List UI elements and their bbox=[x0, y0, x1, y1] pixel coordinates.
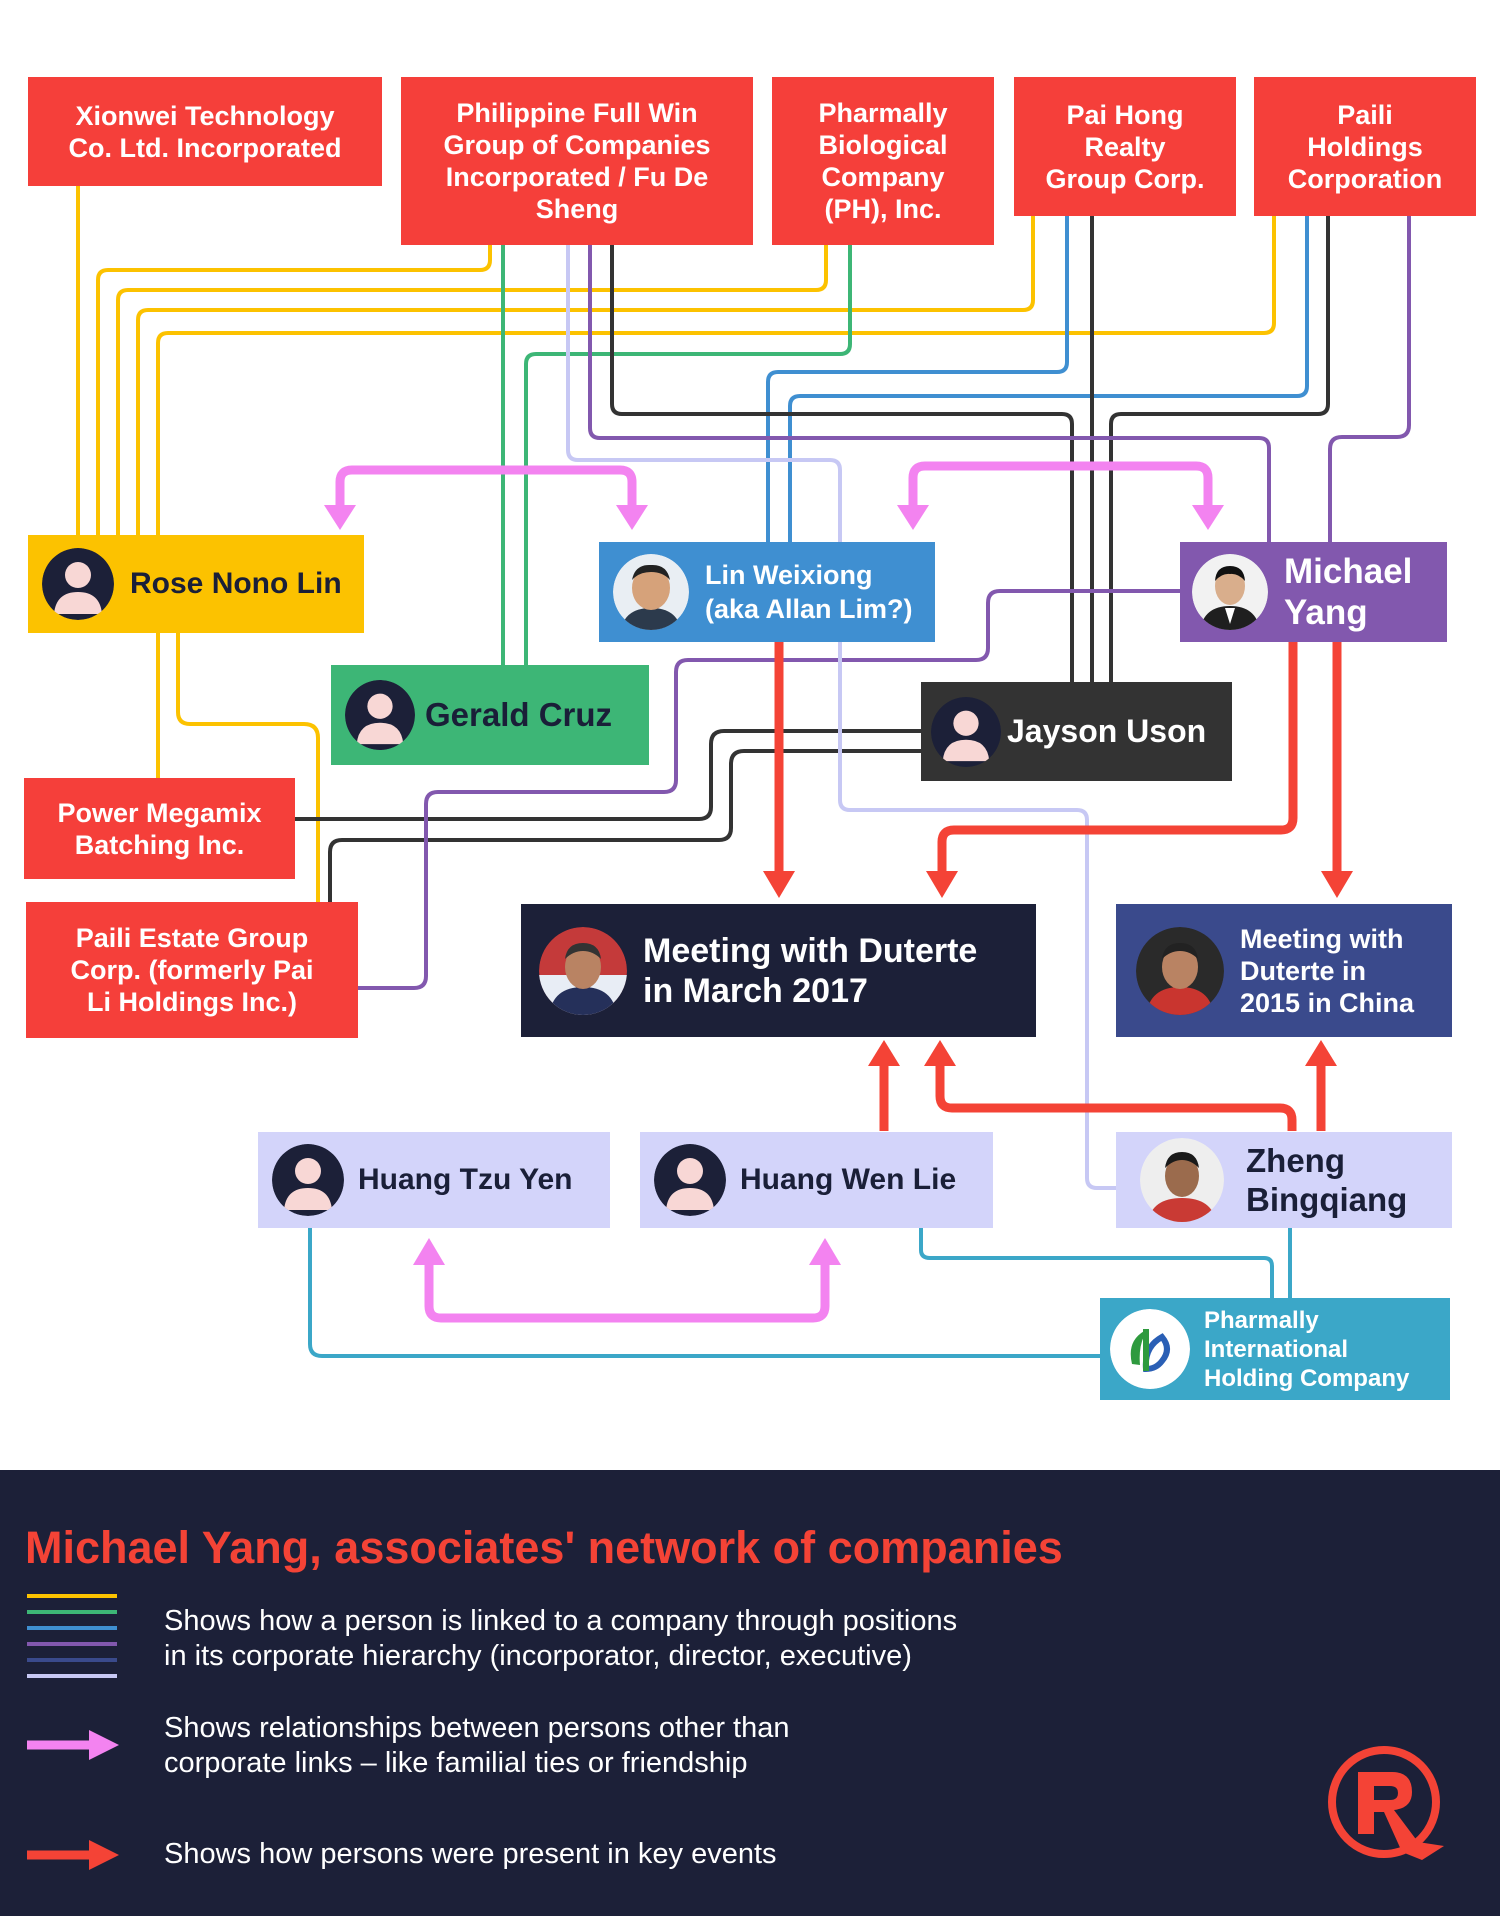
person-name: Michael Yang bbox=[1284, 552, 1413, 632]
event-china-2015: Meeting with Duterte in 2015 in China bbox=[1116, 904, 1452, 1037]
rappler-logo bbox=[1328, 1746, 1444, 1860]
line-jayson-fullwin bbox=[610, 243, 1074, 684]
event-label: Meeting with Duterte in 2015 in China bbox=[1240, 923, 1415, 1018]
person-gerald-cruz: Gerald Cruz bbox=[331, 665, 649, 765]
photo-michael-yang bbox=[1192, 554, 1268, 630]
person-name: Huang Wen Lie bbox=[740, 1163, 957, 1196]
connection-lines bbox=[76, 184, 1411, 1358]
pink-arrowhead bbox=[809, 1238, 841, 1265]
network-diagram: Xionwei Technology Co. Ltd. Incorporated… bbox=[24, 77, 1476, 1400]
company-paili-estate: Paili Estate Group Corp. (formerly Pai L… bbox=[26, 902, 358, 1038]
company-pharmally-international: Pharmally International Holding Company bbox=[1100, 1298, 1450, 1400]
line-jayson-pailiestate bbox=[328, 749, 923, 904]
pink-arrowhead bbox=[413, 1238, 445, 1265]
photo-duterte bbox=[1136, 926, 1224, 1015]
red-arrowhead bbox=[924, 1040, 956, 1066]
event-march-2017: Meeting with Duterte in March 2017 bbox=[521, 904, 1036, 1037]
person-zheng-bingqiang: Zheng Bingqiang bbox=[1116, 1132, 1452, 1228]
legend-text-events: Shows how persons were present in key ev… bbox=[164, 1838, 777, 1870]
company-pharmally-biological: Pharmally Biological Company (PH), Inc. bbox=[772, 77, 994, 245]
line-michael-pailiestate bbox=[355, 589, 1182, 990]
company-xionwei: Xionwei Technology Co. Ltd. Incorporated bbox=[28, 77, 382, 186]
avatar-placeholder-icon bbox=[654, 1144, 726, 1216]
company-paili-holdings: Paili Holdings Corporation bbox=[1254, 77, 1476, 216]
line-pharmallyintl-huangtzu bbox=[308, 1225, 1102, 1358]
avatar-placeholder-icon bbox=[345, 680, 415, 750]
legend-text-relationships: Shows relationships between persons othe… bbox=[164, 1712, 790, 1779]
pink-arrow-lin-michael bbox=[908, 461, 1213, 508]
photo-duterte bbox=[539, 926, 627, 1015]
company-full-win: Philippine Full Win Group of Companies I… bbox=[401, 77, 753, 245]
person-name: Lin Weixiong (aka Allan Lim?) bbox=[705, 560, 913, 624]
line-rose-paihong bbox=[136, 214, 1035, 537]
person-name: Jayson Uson bbox=[1007, 713, 1207, 749]
line-jayson-pailiholdings bbox=[1109, 214, 1330, 684]
pink-arrow-icon bbox=[27, 1730, 119, 1760]
company-name: Pharmally International Holding Company bbox=[1204, 1306, 1410, 1392]
person-michael-yang: Michael Yang bbox=[1180, 542, 1447, 642]
pharmally-logo-icon bbox=[1110, 1309, 1190, 1389]
red-arrowhead bbox=[1305, 1040, 1337, 1066]
person-huang-wen-lie: Huang Wen Lie bbox=[640, 1132, 993, 1228]
avatar-placeholder-icon bbox=[42, 548, 114, 620]
multicolor-lines-icon bbox=[27, 1594, 117, 1678]
person-name: Rose Nono Lin bbox=[130, 567, 342, 600]
line-lin-paihong bbox=[766, 214, 1069, 544]
pink-arrowhead bbox=[897, 505, 929, 530]
person-name: Huang Tzu Yen bbox=[358, 1163, 573, 1196]
line-zheng-fullwin bbox=[566, 243, 1118, 1190]
line-michael-pailiholdings bbox=[1328, 214, 1411, 544]
red-arrowhead bbox=[763, 871, 795, 898]
avatar-placeholder-icon bbox=[272, 1144, 344, 1216]
red-arrowhead bbox=[926, 871, 958, 898]
red-arrow-zheng-march2017 bbox=[935, 1062, 1297, 1131]
photo-zheng-bingqiang bbox=[1140, 1138, 1224, 1222]
pink-arrow-huangtzu-huangwen bbox=[424, 1262, 830, 1323]
line-rose-pailiholdings bbox=[156, 214, 1276, 537]
pink-arrowhead bbox=[1192, 505, 1224, 530]
line-jayson-powermegamix bbox=[293, 729, 923, 821]
photo-lin-weixiong bbox=[613, 554, 689, 630]
pink-arrowhead bbox=[616, 505, 648, 530]
line-rose-pailiestate bbox=[176, 631, 320, 904]
red-arrow-icon bbox=[27, 1840, 119, 1870]
line-lin-pailiholdings bbox=[788, 214, 1309, 544]
line-michael-fullwin bbox=[588, 243, 1271, 544]
red-arrow-michael-march2017 bbox=[937, 642, 1298, 874]
legend-title: Michael Yang, associates' network of com… bbox=[25, 1522, 1063, 1573]
legend-footer: Michael Yang, associates' network of com… bbox=[0, 1470, 1500, 1916]
avatar-placeholder-icon bbox=[931, 696, 1001, 767]
line-gerald-pharmallybio bbox=[524, 243, 852, 667]
company-pai-hong: Pai Hong Realty Group Corp. bbox=[1014, 77, 1236, 216]
line-rose-pharmallybio bbox=[116, 243, 828, 537]
pink-arrow-rose-lin bbox=[335, 465, 637, 508]
person-rose-nono-lin: Rose Nono Lin bbox=[28, 535, 364, 633]
red-arrowhead bbox=[1321, 871, 1353, 898]
person-name: Gerald Cruz bbox=[425, 696, 613, 733]
person-name: Zheng Bingqiang bbox=[1246, 1142, 1408, 1218]
event-label: Meeting with Duterte in March 2017 bbox=[643, 931, 978, 1010]
line-rose-fullwin bbox=[96, 243, 492, 537]
pink-arrowhead bbox=[324, 505, 356, 530]
line-pharmallyintl-huangwen bbox=[919, 1226, 1274, 1300]
person-jayson-uson: Jayson Uson bbox=[921, 682, 1232, 781]
person-huang-tzu-yen: Huang Tzu Yen bbox=[258, 1132, 610, 1228]
legend-text-corporate: Shows how a person is linked to a compan… bbox=[164, 1605, 958, 1672]
red-arrowhead bbox=[868, 1040, 900, 1066]
person-lin-weixiong: Lin Weixiong (aka Allan Lim?) bbox=[599, 542, 935, 642]
company-power-megamix: Power Megamix Batching Inc. bbox=[24, 778, 295, 879]
